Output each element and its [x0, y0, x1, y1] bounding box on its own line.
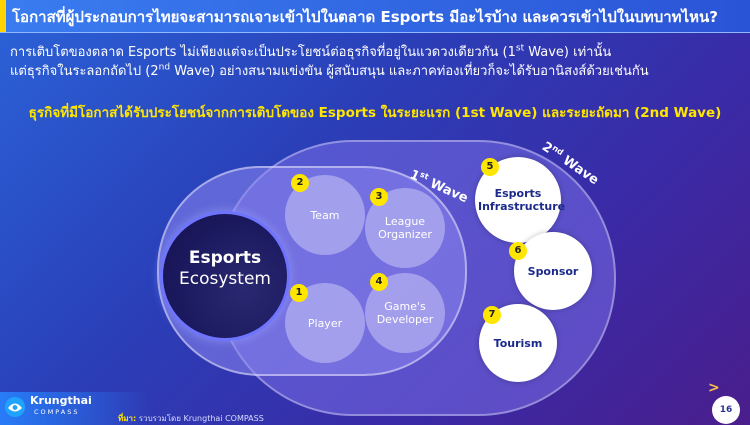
- title-accent-bar: [0, 0, 6, 32]
- bubble-games-developer-number: 4: [370, 273, 388, 291]
- intro-line-1-text-b: Wave) เท่านั้น: [524, 45, 612, 60]
- wave-1-sup: st: [418, 169, 431, 182]
- intro-line-2-sup: nd: [158, 62, 171, 73]
- source-note: ที่มา: รวบรวมโดย Krungthai COMPASS: [118, 412, 264, 425]
- logo-brand: Krungthai: [30, 394, 92, 407]
- intro-line-1-text-a: การเติบโตของตลาด Esports ไม่เพียงแต่จะเป…: [10, 45, 516, 60]
- title-bar: โอกาสที่ผู้ประกอบการไทยจะสามารถเจาะเข้าไ…: [0, 0, 750, 33]
- bubble-tourism-label: Tourism: [493, 336, 543, 350]
- bubble-team-number: 2: [291, 174, 309, 192]
- intro-line-2-text-a: แต่ธุรกิจในระลอกถัดไป (2: [10, 64, 159, 79]
- bubble-esports-infrastructure-number: 5: [481, 158, 499, 176]
- page-title: โอกาสที่ผู้ประกอบการไทยจะสามารถเจาะเข้าไ…: [12, 8, 718, 26]
- ecosystem-subtitle: Ecosystem: [179, 269, 271, 289]
- wave-2-sup: nd: [550, 143, 566, 158]
- ecosystem-title: Esports: [188, 248, 262, 268]
- page-number: 16: [712, 396, 740, 424]
- bubble-games-developer-label: Game's Developer: [376, 300, 434, 326]
- source-text: รวบรวมโดย Krungthai COMPASS: [136, 414, 264, 423]
- bubble-league-organizer-label: League Organizer: [378, 215, 432, 241]
- bubble-tourism-number: 7: [483, 306, 501, 324]
- bubble-sponsor: Sponsor: [514, 232, 592, 310]
- next-chevron-icon[interactable]: >: [708, 380, 720, 396]
- intro-line-1-sup: st: [515, 43, 525, 54]
- bubble-player-label: Player: [307, 316, 343, 330]
- bubble-team-label: Team: [310, 208, 340, 222]
- intro-line-2-text-b: Wave) อย่างสนามแข่งขัน ผู้สนับสนุน และภา…: [170, 64, 649, 79]
- source-label: ที่มา:: [118, 414, 137, 423]
- bubble-sponsor-number: 6: [509, 242, 527, 260]
- bubble-player-number: 1: [290, 284, 308, 302]
- highlight-heading: ธุรกิจที่มีโอกาสได้รับประโยชน์จากการเติบ…: [28, 105, 722, 121]
- intro-line-1: การเติบโตของตลาด Esports ไม่เพียงแต่จะเป…: [10, 41, 611, 62]
- intro-line-2: แต่ธุรกิจในระลอกถัดไป (2nd Wave) อย่างสน…: [10, 60, 649, 81]
- bubble-esports-infrastructure-label: Esports Infrastructure: [478, 187, 566, 213]
- bubble-sponsor-label: Sponsor: [527, 264, 579, 278]
- bubble-league-organizer-number: 3: [370, 188, 388, 206]
- footer-band: [0, 392, 150, 425]
- krungthai-logo-icon: [5, 397, 25, 417]
- esports-ecosystem-circle: Esports Ecosystem: [160, 211, 290, 341]
- logo-subtitle: COMPASS: [34, 408, 80, 416]
